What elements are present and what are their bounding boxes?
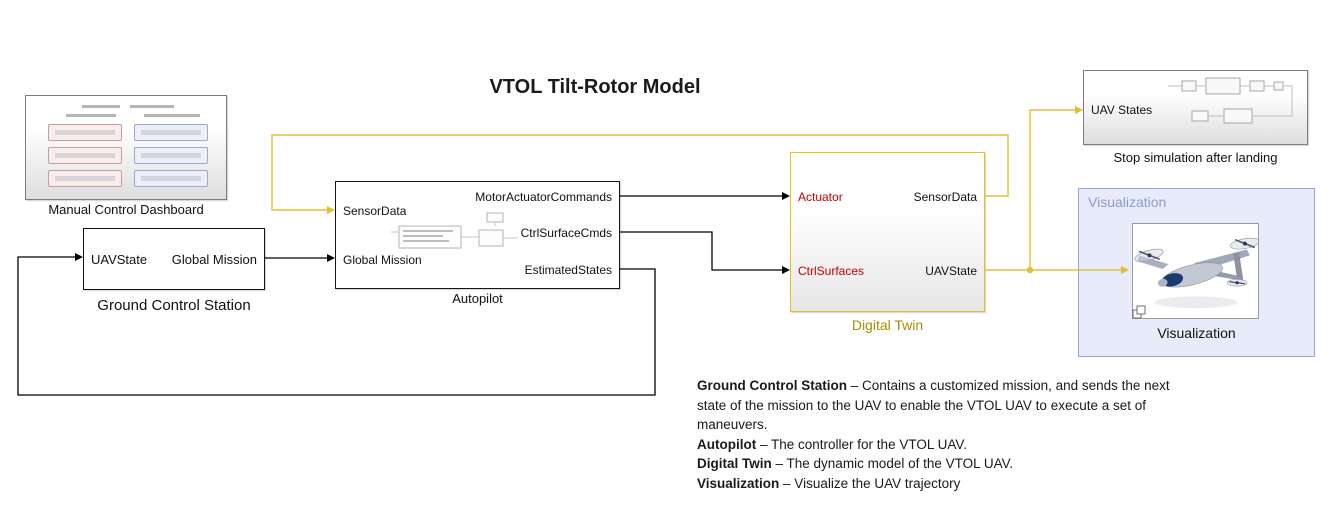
description-term: Ground Control Station (697, 378, 847, 393)
digital-twin-block[interactable]: Actuator CtrlSurfaces SensorData UAVStat… (790, 152, 985, 312)
ground-control-station-block[interactable]: UAVState Global Mission (83, 228, 265, 290)
stop-simulation-subsystem-preview (1168, 77, 1293, 124)
dashboard-widget[interactable] (134, 147, 208, 164)
dashboard-widget[interactable] (48, 147, 122, 164)
autopilot-port-estimatedstates: EstimatedStates (524, 263, 612, 277)
manual-control-dashboard-block[interactable] (25, 95, 227, 200)
gcs-port-global-mission: Global Mission (171, 252, 257, 267)
model-title[interactable]: VTOL Tilt-Rotor Model (489, 76, 701, 98)
arrowhead (1075, 106, 1083, 114)
arrowhead (782, 266, 790, 274)
wire-junction-dot (1026, 266, 1034, 274)
dashboard-header-text (82, 105, 120, 108)
gcs-port-uavstate: UAVState (91, 252, 148, 267)
visualization-block[interactable] (1132, 223, 1259, 319)
visualization-area[interactable]: Visualization (1078, 188, 1315, 357)
autopilot-port-motoractuatorcommands: MotorActuatorCommands (475, 190, 612, 204)
arrowhead (327, 254, 335, 262)
vtol-aircraft-image (1134, 237, 1258, 309)
stop-simulation-port-uav-states: UAV States (1091, 103, 1153, 117)
stop-simulation-block[interactable]: UAV States (1083, 70, 1308, 145)
arrowhead (327, 206, 335, 214)
description-annotation[interactable]: Ground Control Station – Contains a cust… (697, 376, 1189, 493)
autopilot-label[interactable]: Autopilot (452, 291, 503, 306)
description-text: – The controller for the VTOL UAV. (760, 436, 967, 452)
digital-twin-port-uavstate: UAVState (925, 264, 977, 278)
description-text: – Visualize the UAV trajectory (783, 475, 961, 491)
description-term: Autopilot (697, 436, 757, 452)
digital-twin-port-ctrlsurfaces: CtrlSurfaces (798, 264, 865, 278)
digital-twin-port-actuator: Actuator (798, 190, 843, 204)
dashboard-widget[interactable] (134, 170, 208, 187)
dashboard-column-title (66, 114, 116, 117)
description-text: – Contains a customized mission, and sen… (697, 378, 1170, 432)
image-badge-icon (1132, 305, 1146, 319)
ground-control-station-label[interactable]: Ground Control Station (97, 297, 251, 314)
dashboard-column-title (144, 114, 200, 117)
wire-ctrl-surface-cmds[interactable] (620, 231, 786, 271)
dashboard-header-text (130, 105, 174, 108)
digital-twin-port-sensordata: SensorData (913, 190, 977, 204)
autopilot-block[interactable]: SensorData Global Mission MotorActuatorC… (335, 181, 620, 289)
description-term: Digital Twin (697, 456, 772, 471)
wire-uavstate-to-stop[interactable] (985, 109, 1078, 271)
manual-control-dashboard-label[interactable]: Manual Control Dashboard (48, 202, 204, 217)
visualization-block-label[interactable]: Visualization (1157, 325, 1236, 341)
description-text: – The dynamic model of the VTOL UAV. (775, 456, 1014, 471)
visualization-area-title: Visualization (1088, 194, 1167, 210)
autopilot-subsystem-preview (391, 212, 518, 249)
arrowhead (782, 192, 790, 200)
autopilot-port-ctrlsurfacecmds: CtrlSurfaceCmds (520, 226, 612, 240)
dashboard-widget[interactable] (134, 124, 208, 141)
stop-simulation-label[interactable]: Stop simulation after landing (1113, 150, 1278, 165)
digital-twin-label[interactable]: Digital Twin (851, 317, 924, 333)
description-term: Visualization (697, 475, 780, 491)
dashboard-widget[interactable] (48, 170, 122, 187)
arrowhead (75, 253, 83, 261)
dashboard-widget[interactable] (48, 124, 122, 141)
